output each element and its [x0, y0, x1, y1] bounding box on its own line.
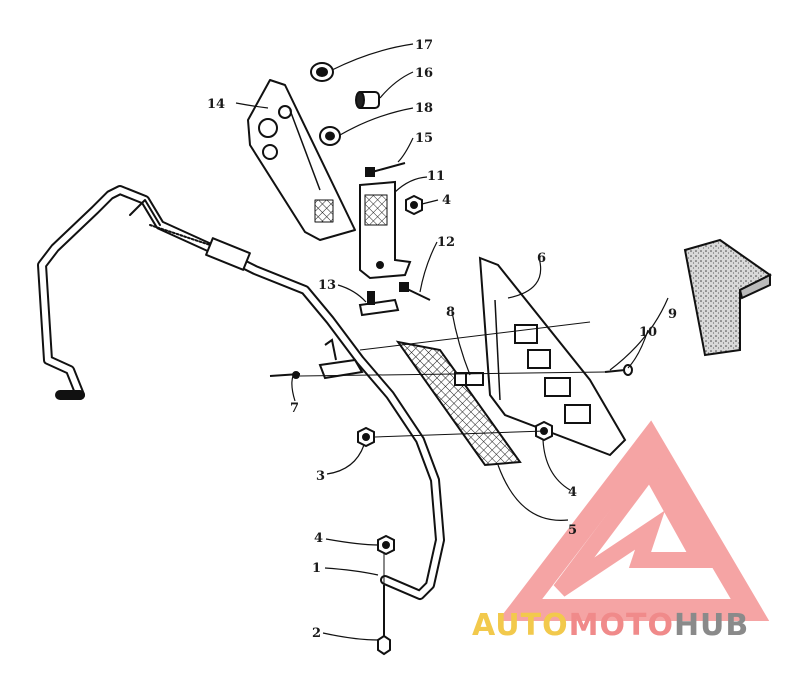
- callout-17: 17: [415, 38, 433, 53]
- mesh-panel-5: [395, 340, 522, 467]
- bolt-15: [365, 162, 406, 177]
- callout-4-bottom: 4: [314, 531, 323, 546]
- nut-3: [357, 426, 375, 448]
- callout-5: 5: [568, 523, 577, 538]
- spacer-8: [454, 372, 484, 386]
- callout-1: 1: [312, 561, 321, 576]
- upper-bracket-plate: [247, 79, 356, 241]
- callout-9: 9: [668, 307, 677, 322]
- nut-4-bottom: [377, 534, 395, 556]
- callout-11: 11: [427, 169, 445, 184]
- foam-pad-9: [683, 238, 772, 357]
- callout-18: 18: [415, 101, 433, 116]
- callout-8: 8: [446, 305, 455, 320]
- callout-2: 2: [312, 626, 321, 641]
- side-panel-6: [478, 256, 627, 457]
- callout-16: 16: [415, 66, 433, 81]
- bushing-16: [355, 91, 380, 109]
- alignment-lines: [299, 321, 606, 584]
- grommet-17: [310, 62, 334, 82]
- callout-12: 12: [437, 235, 455, 250]
- watermark-hub: HUB: [673, 608, 750, 643]
- screw-10: [604, 364, 633, 376]
- grommet-18: [319, 126, 341, 146]
- bolt-2: [377, 585, 391, 656]
- bracket-7: [269, 338, 364, 380]
- watermark-moto: MOTO: [568, 608, 674, 643]
- callout-15: 15: [415, 131, 433, 146]
- watermark-logo: [497, 420, 770, 621]
- leader-lines: [235, 43, 669, 641]
- bracket-11: [359, 180, 412, 280]
- callout-4-right: 4: [568, 485, 577, 500]
- bolt-12: [399, 282, 431, 301]
- bumper-bar: [37, 185, 445, 600]
- callout-10: 10: [639, 325, 657, 340]
- callout-6: 6: [537, 251, 546, 266]
- watermark-text: AUTOMOTOHUB: [472, 608, 749, 643]
- callout-7: 7: [290, 401, 299, 416]
- nut-4-top: [405, 194, 423, 216]
- callout-labels: 1 2 3 4 4 4 5 6 7 8 9 10 11 12 13 14 15 …: [207, 38, 677, 641]
- watermark-auto: AUTO: [472, 608, 569, 643]
- plate-13: [358, 291, 400, 317]
- callout-3: 3: [316, 469, 325, 484]
- callout-13: 13: [318, 278, 336, 293]
- callout-4-top: 4: [442, 193, 451, 208]
- callout-14: 14: [207, 97, 225, 112]
